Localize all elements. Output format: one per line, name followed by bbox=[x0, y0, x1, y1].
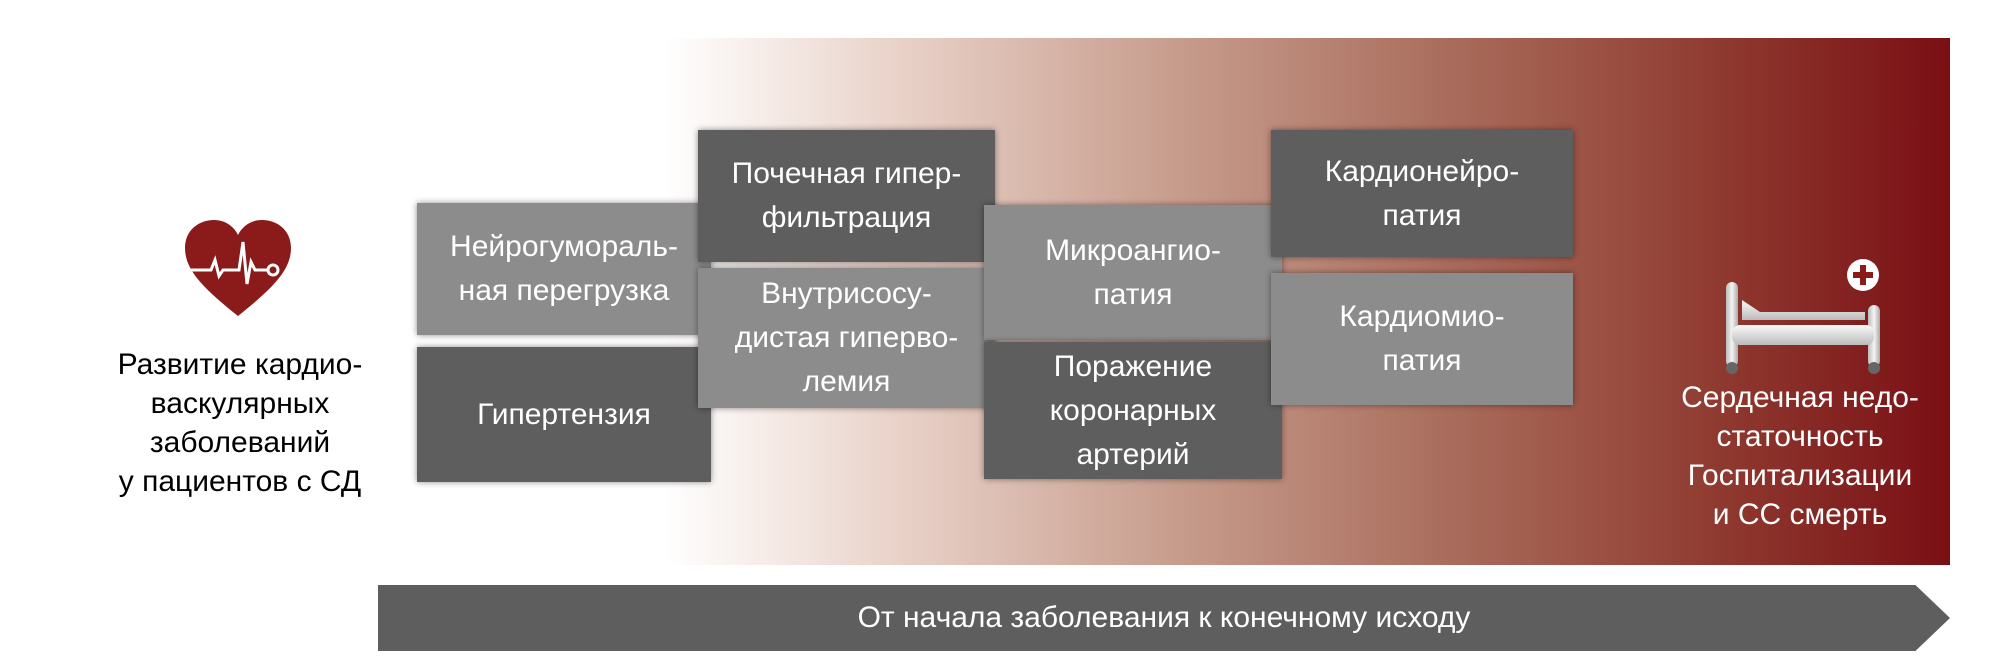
box-renal-hyperfiltration: Почечная гипер- фильтрация bbox=[698, 130, 995, 262]
box-neurohumoral-overload: Нейрогумораль- ная перегрузка bbox=[417, 203, 711, 335]
box-cardiomyopathy: Кардиомио- патия bbox=[1271, 273, 1573, 405]
box-cardioneuropathy: Кардионейро- патия bbox=[1271, 130, 1573, 257]
right-label: Сердечная недо- статочность Госпитализац… bbox=[1681, 381, 1919, 531]
box-microangiopathy: Микроангио- патия bbox=[984, 205, 1282, 340]
heart-pulse-icon bbox=[185, 220, 291, 316]
medical-plus-icon bbox=[1847, 259, 1879, 291]
timeline-arrow-label: От начала заболевания к конечному исходу bbox=[857, 601, 1471, 634]
box-intravascular-hypervolemia: Внутрисосу- дистая гиперво- лемия bbox=[698, 268, 995, 408]
hospital-bed-icon bbox=[1726, 259, 1880, 374]
left-label: Развитие кардио- васкулярных заболеваний… bbox=[117, 348, 363, 498]
timeline-arrow: От начала заболевания к конечному исходу bbox=[378, 585, 1950, 651]
box-hypertension: Гипертензия bbox=[417, 347, 711, 482]
box-coronary-lesion: Поражение коронарных артерий bbox=[984, 342, 1282, 479]
